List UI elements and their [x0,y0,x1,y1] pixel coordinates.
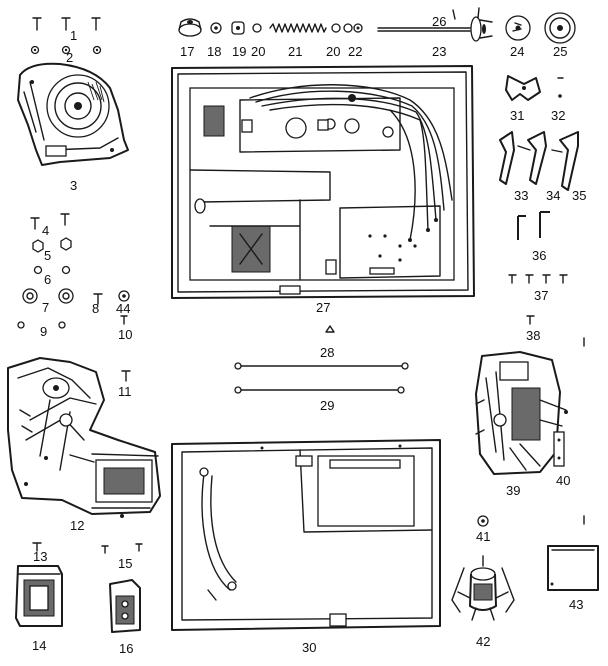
part-nuts-2 [30,45,102,55]
part-cover-43 [547,545,599,591]
callout-18: 18 [207,44,221,59]
part-screws-32 [557,77,564,98]
callout-29: 29 [320,398,334,413]
callout-35: 35 [572,188,586,203]
callout-9: 9 [40,324,47,339]
callout-24: 24 [510,44,524,59]
callout-37: 37 [534,288,548,303]
callout-44: 44 [116,301,130,316]
callout-6: 6 [44,272,51,287]
part-bushing-19 [231,21,245,35]
part-chassis-27 [171,65,475,299]
callout-40: 40 [556,473,570,488]
callout-16: 16 [119,641,133,656]
callout-labels: 1 2 3 4 5 6 7 8 9 10 11 12 13 14 15 16 1… [32,14,586,656]
part-nut-41 [477,515,489,527]
callout-33: 33 [514,188,528,203]
callout-30: 30 [302,640,316,655]
part-screw-38 [526,315,535,325]
callout-15: 15 [118,556,132,571]
callout-12: 12 [70,518,84,533]
callout-41: 41 [476,529,490,544]
part-lever-35 [551,131,579,191]
part-nuts-22 [343,23,363,33]
callout-21: 21 [288,44,302,59]
part-screw-13 [32,542,42,552]
part-nuts-9 [17,321,66,329]
callout-34: 34 [546,188,560,203]
callout-10: 10 [118,327,132,342]
callout-27: 27 [316,300,330,315]
callout-2: 2 [66,50,73,65]
part-washers-6 [33,265,71,275]
callout-25: 25 [553,44,567,59]
part-screws-15 [101,543,143,554]
part-nuts-5 [32,237,72,253]
callout-26: 26 [432,14,446,29]
callout-17: 17 [180,44,194,59]
callout-8: 8 [92,301,99,316]
part-screw-8 [93,293,103,305]
part-screw-10 [120,315,128,325]
callout-36: 36 [532,248,546,263]
callout-14: 14 [32,638,46,653]
callout-7: 7 [42,300,49,315]
part-lever-34 [517,131,547,185]
part-knob-17 [178,18,202,37]
callout-20a: 20 [251,44,265,59]
callout-31: 31 [510,108,524,123]
callout-20b: 20 [326,44,340,59]
part-gear-24 [505,15,531,41]
callout-38: 38 [526,328,540,343]
part-contact-40 [553,431,565,467]
callout-5: 5 [44,248,51,263]
part-grommets-7 [22,288,74,304]
callout-23: 23 [432,44,446,59]
callout-13: 13 [33,549,47,564]
part-screws-1 [32,17,101,31]
callout-32: 32 [551,108,565,123]
callout-42: 42 [476,634,490,649]
part-relay-assembly-39 [475,351,568,475]
part-motor-42 [451,555,515,621]
part-shaft-23 [377,16,493,42]
callout-22: 22 [348,44,362,59]
part-switch-16 [109,579,141,633]
part-mechanism-12 [7,357,161,518]
part-screws-4 [30,213,70,230]
part-spring-21 [269,23,327,33]
part-cord-29 [234,386,405,394]
part-gear-25 [544,12,576,44]
part-screw-11 [121,370,131,382]
part-motor-housing-3 [17,62,129,166]
part-screws-37 [508,274,568,284]
part-base-plate-30 [171,439,441,631]
callout-39: 39 [506,483,520,498]
callout-3: 3 [70,178,77,193]
callout-4: 4 [42,223,49,238]
callout-43: 43 [569,597,583,612]
part-clips-26 [452,7,480,20]
part-nut-44 [118,290,130,302]
callout-11: 11 [118,384,132,399]
part-lever-33 [499,131,515,185]
callout-1: 1 [70,28,77,43]
part-bracket-31 [505,75,541,101]
part-pins-36 [517,211,550,240]
part-switch-box-14 [15,565,63,627]
part-nut-18 [210,22,222,34]
callout-28: 28 [320,345,334,360]
part-cord-28 [234,325,409,370]
callout-19: 19 [232,44,246,59]
part-washer-20 [252,23,341,33]
